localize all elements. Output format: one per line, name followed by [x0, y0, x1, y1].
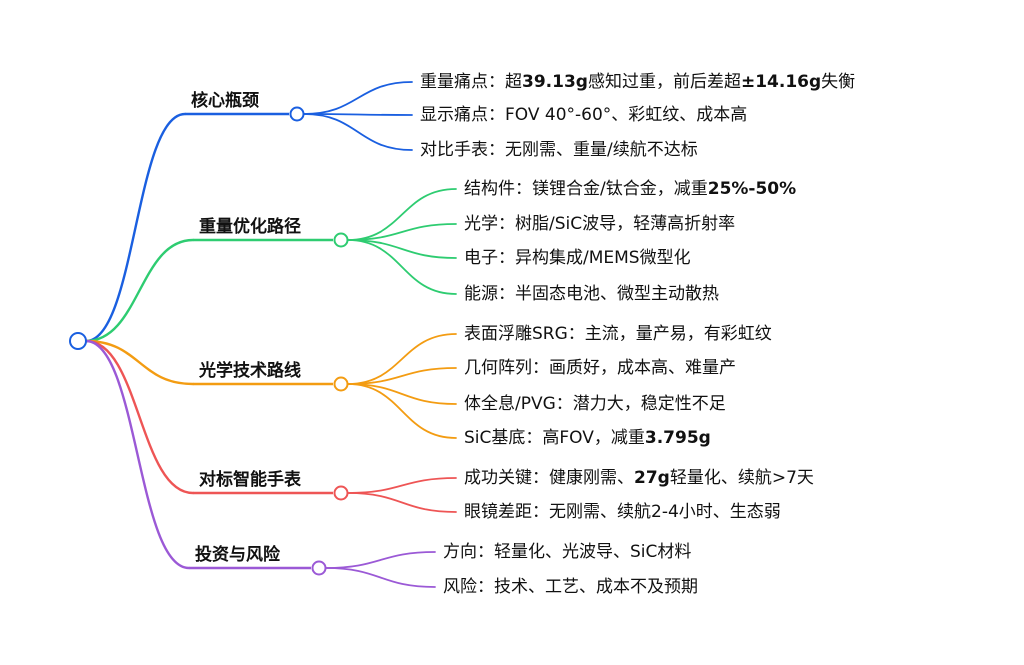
branch-to-leaf-edge — [347, 223, 457, 241]
branch-to-leaf-edge — [325, 567, 436, 588]
leaf-label-part: 27g — [634, 468, 670, 488]
leaf-label: 方向：轻量化、光波导、SiC材料 — [443, 541, 691, 563]
leaf-label-part: 电子：异构集成/MEMS微型化 — [464, 248, 691, 268]
leaf-label: 电子：异构集成/MEMS微型化 — [464, 247, 691, 269]
root-node-circle[interactable] — [69, 332, 87, 350]
branch-to-leaf-edge — [347, 333, 457, 385]
leaf-label-part: 眼镜差距：无刚需、续航2-4小时、生态弱 — [464, 502, 781, 522]
leaf-label-part: ±14.16g — [740, 72, 822, 92]
branch-to-leaf-edge — [325, 551, 436, 569]
leaf-label: 显示痛点：FOV 40°-60°、彩虹纹、成本高 — [420, 104, 747, 126]
leaf-label-part: 风险：技术、工艺、成本不及预期 — [443, 577, 698, 597]
branch-to-leaf-edge — [347, 367, 457, 385]
branch-label: 光学技术路线 — [199, 361, 301, 381]
leaf-label-part: 25%-50% — [707, 179, 797, 199]
branch-to-leaf-edge — [303, 113, 413, 151]
leaf-label-part: 能源：半固态电池、微型主动散热 — [464, 284, 719, 304]
leaf-label: 能源：半固态电池、微型主动散热 — [464, 283, 719, 305]
leaf-label-part: 成功关键：健康刚需、 — [464, 468, 634, 488]
leaf-label-part: 表面浮雕SRG：主流，量产易，有彩虹纹 — [464, 324, 772, 344]
mindmap-nodes — [69, 106, 349, 576]
branch-label: 核心瓶颈 — [191, 91, 259, 111]
branch-label: 重量优化路径 — [199, 217, 301, 237]
branch-node-circle[interactable] — [289, 106, 305, 122]
branch-to-leaf-edge — [347, 492, 457, 513]
leaf-label-part: 3.795g — [644, 428, 711, 448]
branch-to-leaf-edge — [347, 188, 457, 241]
leaf-label: 表面浮雕SRG：主流，量产易，有彩虹纹 — [464, 323, 772, 345]
root-to-branch-edge — [84, 238, 195, 343]
leaf-label-part: SiC基底：高FOV，减重 — [464, 428, 645, 448]
root-to-branch-edge — [84, 339, 195, 386]
branch-to-leaf-edge — [303, 113, 413, 116]
branch-to-leaf-edge — [347, 477, 457, 494]
leaf-label-part: 结构件：镁锂合金/钛合金，减重 — [464, 179, 708, 199]
leaf-label-part: 失衡 — [821, 72, 856, 92]
branch-to-leaf-edge — [347, 383, 457, 405]
leaf-label-part: 显示痛点：FOV 40°-60°、彩虹纹、成本高 — [420, 105, 748, 125]
leaf-label-part: 39.13g — [522, 72, 588, 92]
leaf-label: 风险：技术、工艺、成本不及预期 — [443, 576, 698, 598]
branch-to-leaf-edge — [347, 239, 457, 295]
leaf-label: 眼镜差距：无刚需、续航2-4小时、生态弱 — [464, 501, 781, 523]
leaf-label-part: 体全息/PVG：潜力大，稳定性不足 — [464, 394, 726, 414]
branch-node-circle[interactable] — [333, 485, 349, 501]
mindmap-edges — [84, 81, 457, 588]
leaf-label: 体全息/PVG：潜力大，稳定性不足 — [464, 393, 726, 415]
branch-node-circle[interactable] — [333, 232, 349, 248]
leaf-label: 几何阵列：画质好，成本高、难量产 — [464, 357, 736, 379]
branch-label: 对标智能手表 — [199, 470, 301, 490]
root-to-branch-edge — [84, 112, 187, 343]
branch-to-leaf-edge — [347, 383, 457, 439]
branch-to-leaf-edge — [303, 81, 413, 115]
root-to-branch-edge — [84, 339, 191, 570]
leaf-label: 成功关键：健康刚需、27g轻量化、续航>7天 — [464, 467, 814, 489]
branch-node-circle[interactable] — [333, 376, 349, 392]
leaf-label: 结构件：镁锂合金/钛合金，减重25%-50% — [464, 178, 796, 200]
root-to-branch-edge — [84, 339, 195, 495]
leaf-label-part: 对比手表：无刚需、重量/续航不达标 — [420, 140, 698, 160]
leaf-label-part: 重量痛点：超 — [420, 72, 522, 92]
leaf-label: 重量痛点：超39.13g感知过重，前后差超±14.16g失衡 — [420, 71, 855, 93]
leaf-label-part: 轻量化、续航>7天 — [669, 468, 814, 488]
leaf-label-part: 感知过重，前后差超 — [587, 72, 741, 92]
leaf-label-part: 光学：树脂/SiC波导，轻薄高折射率 — [464, 214, 736, 234]
leaf-label-part: 方向：轻量化、光波导、SiC材料 — [443, 542, 692, 562]
branch-to-leaf-edge — [347, 239, 457, 259]
leaf-label: 对比手表：无刚需、重量/续航不达标 — [420, 139, 698, 161]
branch-label: 投资与风险 — [195, 545, 280, 565]
leaf-label-part: 几何阵列：画质好，成本高、难量产 — [464, 358, 736, 378]
leaf-label: SiC基底：高FOV，减重3.795g — [464, 427, 711, 449]
leaf-label: 光学：树脂/SiC波导，轻薄高折射率 — [464, 213, 735, 235]
branch-node-circle[interactable] — [311, 560, 327, 576]
